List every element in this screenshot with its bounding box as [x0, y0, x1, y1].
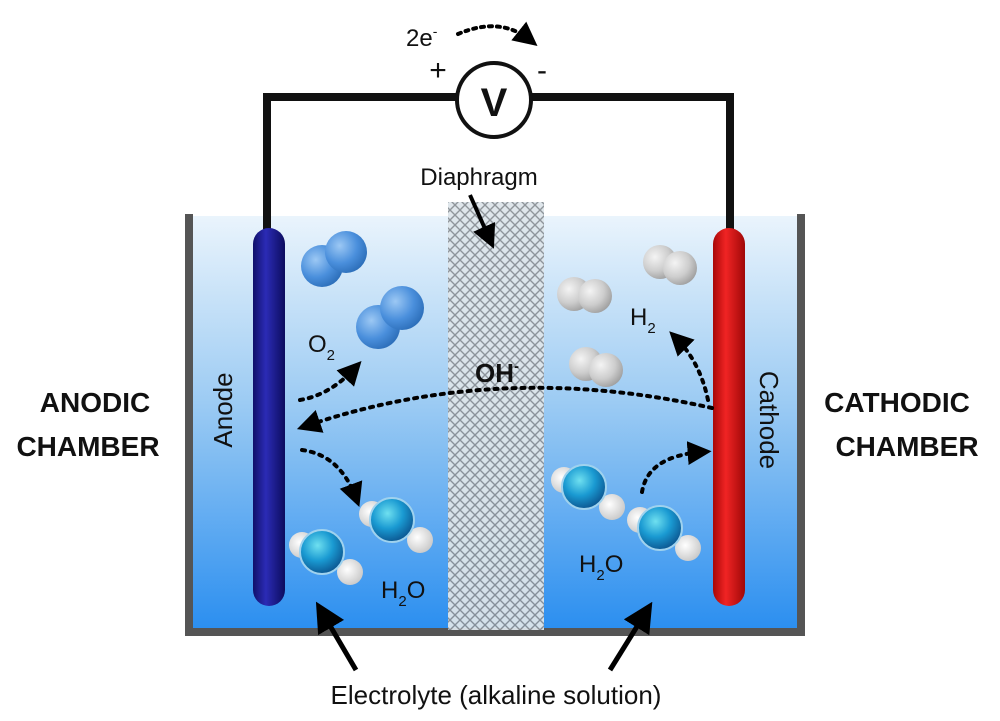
- wire-left: [263, 93, 458, 235]
- voltmeter: V: [455, 61, 533, 139]
- electron-flow-arrow: [456, 21, 538, 46]
- voltmeter-label: V: [481, 81, 508, 125]
- water-to-cathode-arrow: [640, 441, 712, 494]
- oxygen-molecule: [301, 231, 367, 287]
- anodic-chamber-line2: CHAMBER: [16, 431, 159, 462]
- negative-terminal-sign: -: [537, 54, 547, 87]
- hydrogen-molecule: [643, 245, 697, 285]
- hydrogen-formula: H2: [630, 304, 656, 337]
- anode-label: Anode: [208, 372, 238, 447]
- electron-label: 2e-: [406, 23, 438, 52]
- electrolyte-arrow-right: [607, 601, 653, 672]
- cathode-label: Cathode: [754, 371, 784, 469]
- anode-to-oxygen-arrow: [298, 360, 362, 402]
- oxygen-molecule: [356, 286, 424, 349]
- hydroxide-label: OH-: [475, 358, 519, 388]
- anode-electrode: [253, 228, 285, 606]
- anode-to-water-arrow: [300, 448, 363, 507]
- diaphragm: [448, 202, 544, 630]
- tank-wall: [185, 214, 805, 636]
- electrolyte-arrow-left: [315, 601, 359, 672]
- water-formula-left: H2O: [381, 577, 425, 610]
- water-molecule: [359, 497, 433, 553]
- oxygen-formula: O2: [308, 331, 335, 364]
- water-formula-right: H2O: [579, 551, 623, 584]
- electrolyte-label: Electrolyte (alkaline solution): [331, 680, 662, 710]
- water-molecule: [289, 529, 363, 585]
- water-molecule: [551, 464, 625, 520]
- diaphragm-arrow: [468, 194, 496, 249]
- positive-terminal-sign: +: [429, 54, 447, 87]
- diaphragm-label: Diaphragm: [420, 164, 537, 191]
- cathode-to-hydrogen-arrow: [669, 331, 710, 402]
- cathode-electrode: [713, 228, 745, 606]
- anodic-chamber-line1: ANODIC: [40, 387, 150, 418]
- water-molecule: [627, 505, 701, 561]
- cathodic-chamber-line1: CATHODIC: [824, 387, 970, 418]
- hydrogen-molecule: [557, 277, 612, 313]
- hydroxide-transport-arrow: [296, 385, 714, 433]
- wire-right: [531, 93, 734, 232]
- hydrogen-molecule: [569, 347, 623, 387]
- cathodic-chamber-line2: CHAMBER: [835, 431, 978, 462]
